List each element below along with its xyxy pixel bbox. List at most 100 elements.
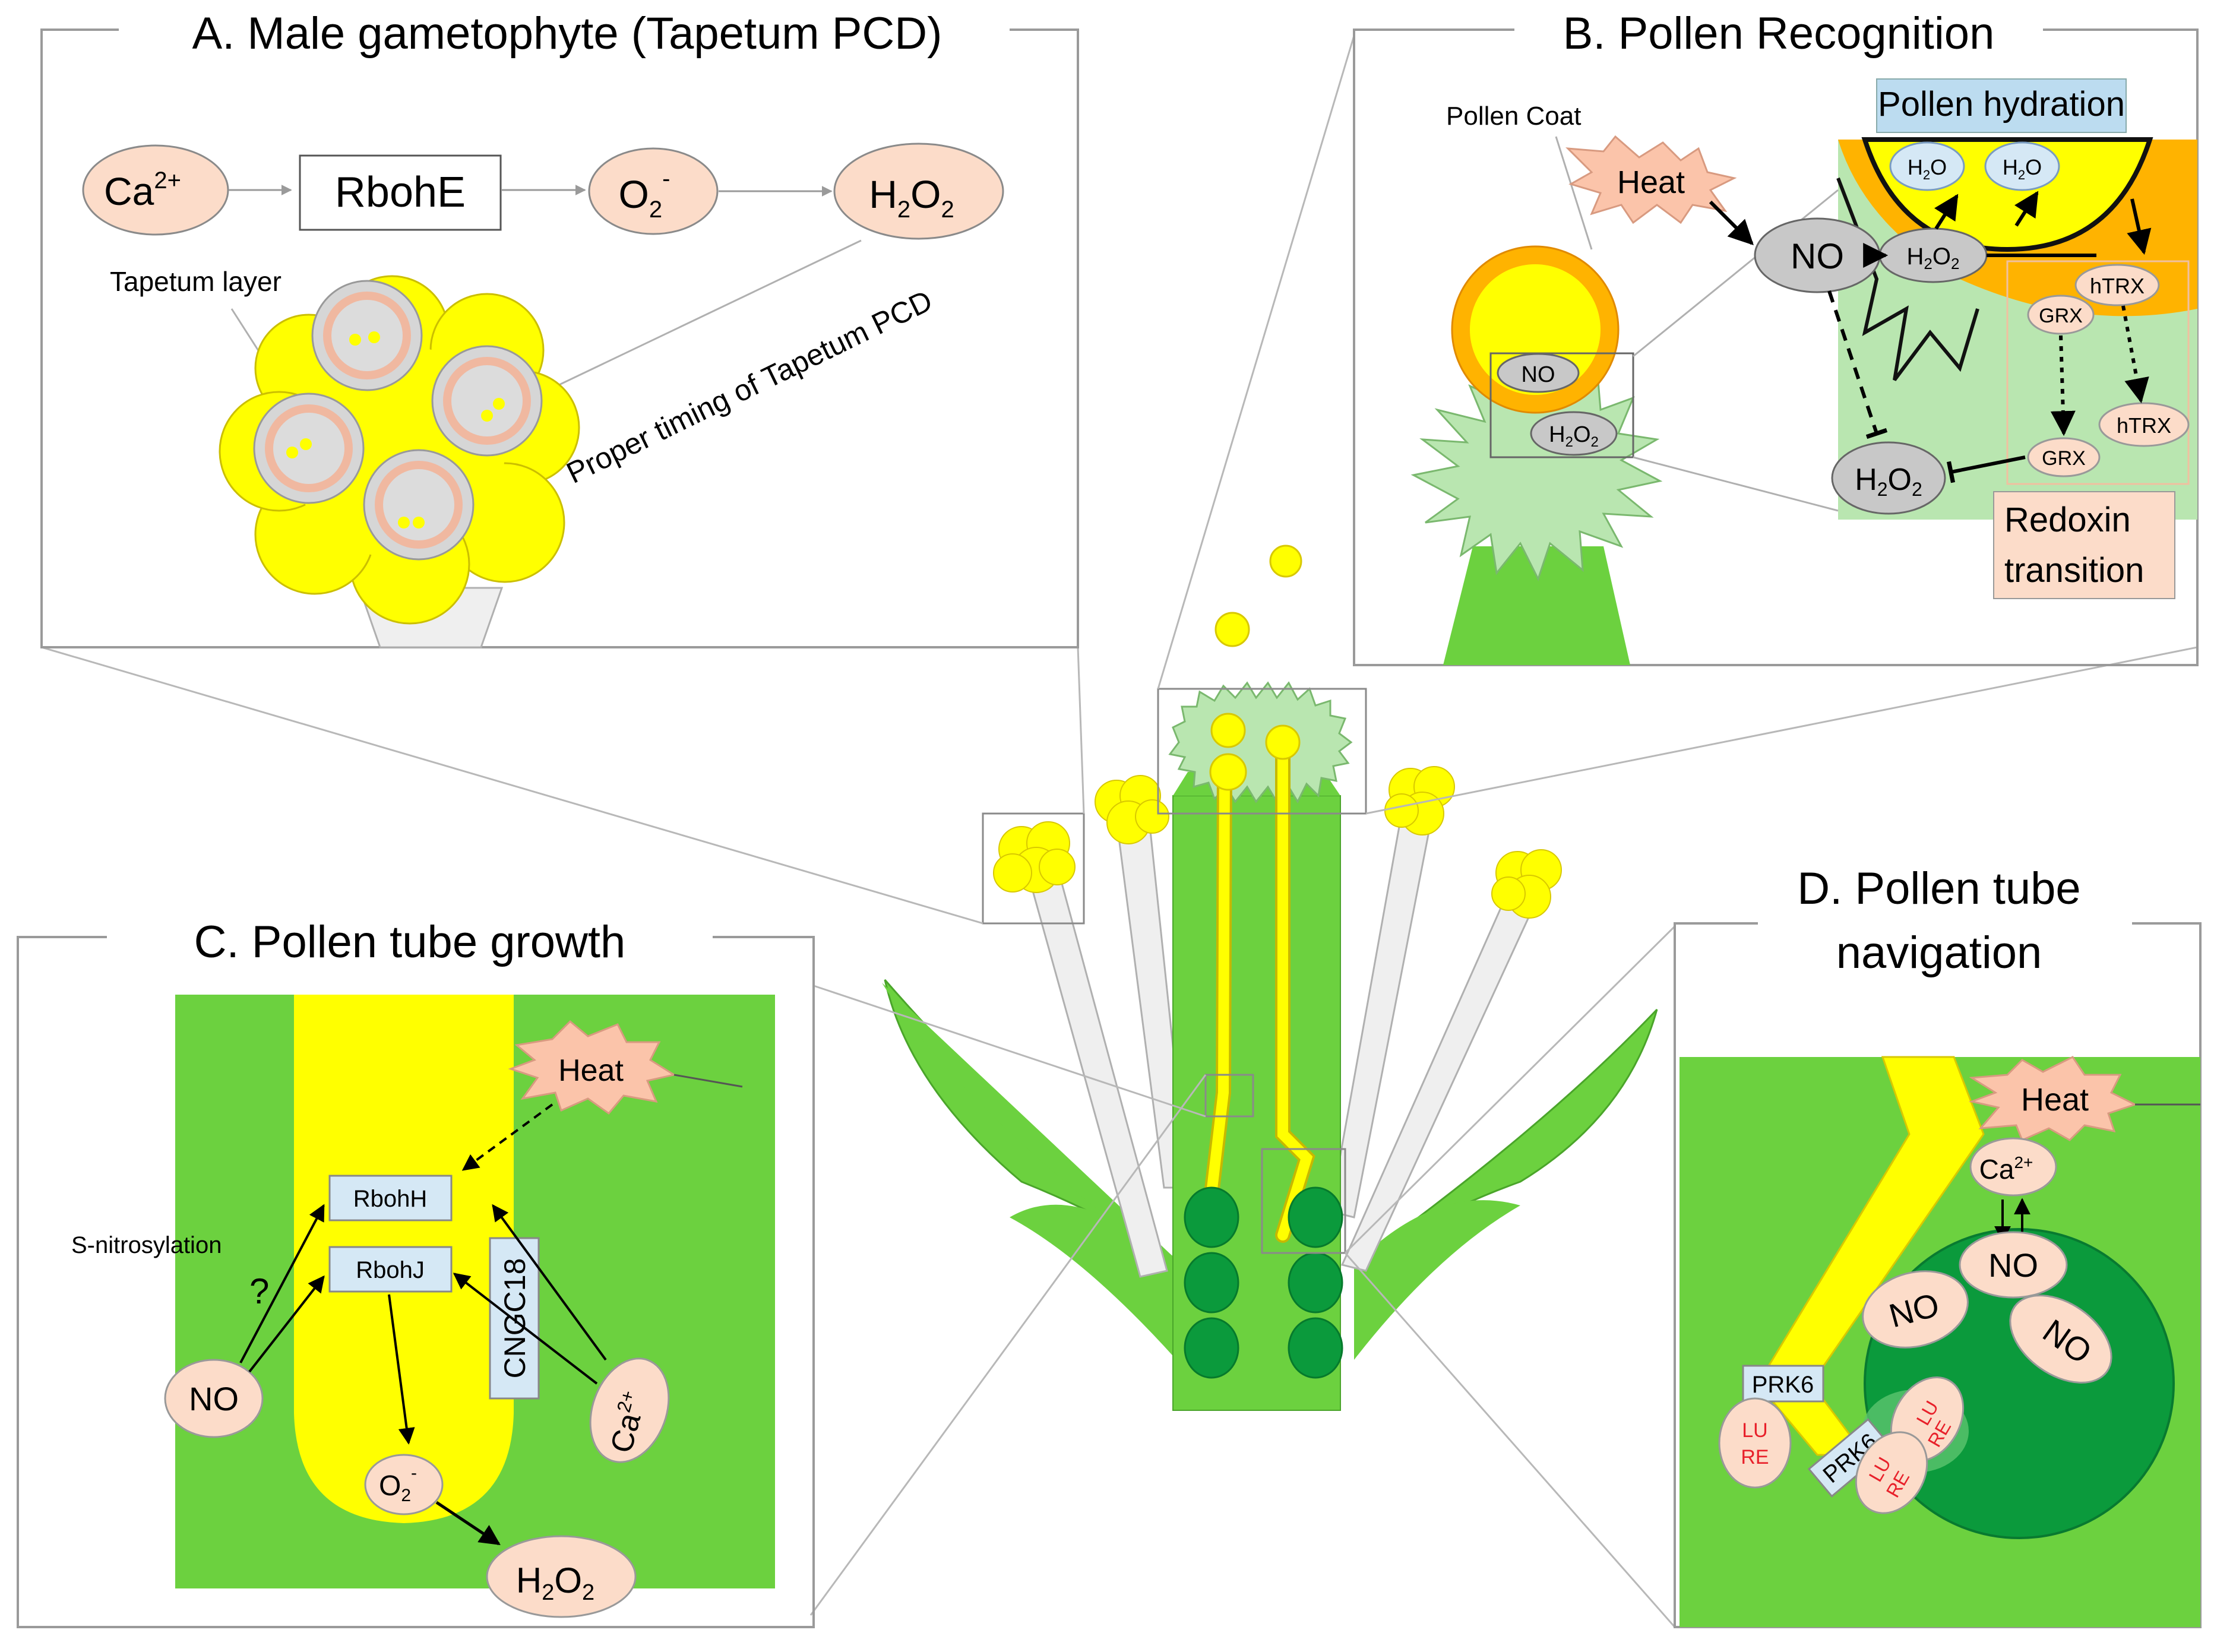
rbohj-box bbox=[328, 1246, 453, 1293]
zoom-box-style bbox=[1204, 1074, 1254, 1118]
htrx-oval-1 bbox=[2074, 264, 2160, 306]
c-o2-label: O2- bbox=[379, 1463, 417, 1505]
no-small-label: NO bbox=[1522, 362, 1555, 387]
htrx-label-1: hTRX bbox=[2090, 274, 2145, 298]
panel-d: D. Pollen tube navigation Heat Ca2+ NO N… bbox=[1674, 855, 2202, 1628]
panel-c: C. Pollen tube growth Heat RbohH RbohJ C… bbox=[17, 914, 815, 1628]
panel-b: B. Pollen Recognition Pollen hydration H… bbox=[1353, 6, 2199, 666]
b-heat-label: Heat bbox=[1617, 164, 1685, 200]
panel-d-title-line2: navigation bbox=[1836, 928, 2042, 978]
c-ca-oval bbox=[589, 1357, 670, 1463]
b-h2o2-bottom-label: H2O2 bbox=[1855, 463, 1922, 500]
no-small-oval bbox=[1497, 353, 1580, 393]
c-h2o2-label: H2O2 bbox=[516, 1561, 594, 1605]
h2o-oval-1 bbox=[1889, 141, 1965, 191]
c-no-oval bbox=[164, 1359, 264, 1438]
cngc18-box bbox=[489, 1237, 540, 1400]
ca-oval bbox=[82, 144, 229, 236]
panel-b-title: B. Pollen Recognition bbox=[1563, 8, 1995, 59]
d-heat-label: Heat bbox=[2021, 1082, 2089, 1118]
zoom-box-ovule bbox=[1261, 1148, 1346, 1254]
h2o-label-2: H2O bbox=[2003, 155, 2042, 182]
o2-oval bbox=[588, 147, 719, 235]
panel-b-frame bbox=[1353, 29, 2199, 666]
cngc18-label: CNGC18 bbox=[498, 1258, 532, 1379]
pcd-label: Proper timing of Tapetum PCD bbox=[561, 284, 937, 490]
tapetum-layer-label: Tapetum layer bbox=[110, 266, 282, 297]
rbohj-label: RbohJ bbox=[356, 1257, 425, 1283]
h2o-oval-2 bbox=[1984, 141, 2060, 191]
pollen-sacs bbox=[253, 280, 543, 561]
redoxin-line2: transition bbox=[2004, 551, 2144, 590]
zoom-box-anther bbox=[982, 812, 1085, 925]
pollen-hydration-box bbox=[1876, 78, 2127, 133]
ovules bbox=[1184, 1186, 1343, 1379]
b-zoom-box bbox=[1489, 352, 1634, 458]
grx-oval-1 bbox=[2027, 295, 2095, 335]
c-h2o2-oval bbox=[486, 1535, 637, 1618]
zoom-connectors bbox=[41, 35, 2198, 1628]
redoxin-box bbox=[1993, 491, 2175, 599]
h2o2-small-label: H2O2 bbox=[1549, 422, 1599, 450]
pollen-grain bbox=[1269, 545, 1302, 578]
rbohe-box bbox=[299, 154, 502, 231]
question-mark: ? bbox=[249, 1271, 269, 1311]
left-petal-inner bbox=[882, 983, 1182, 1271]
htrx-label-2: hTRX bbox=[2117, 413, 2171, 438]
pollen-hydration-label: Pollen hydration bbox=[1878, 85, 2125, 124]
pollen-grain bbox=[1210, 713, 1246, 748]
panel-c-frame bbox=[17, 936, 815, 1628]
d-no-oval-3 bbox=[2009, 1295, 2112, 1384]
central-flower bbox=[882, 545, 1658, 1411]
grx-oval-2 bbox=[2027, 437, 2101, 477]
lure-re-1: RE bbox=[1741, 1446, 1769, 1469]
b-style bbox=[1443, 546, 1630, 665]
b-no-label: NO bbox=[1791, 236, 1844, 276]
d-no-oval-2 bbox=[1862, 1270, 1969, 1349]
b-stigma-spikes bbox=[1836, 177, 1979, 381]
c-heat-burst bbox=[508, 1020, 676, 1115]
lure-oval-1 bbox=[1718, 1397, 1792, 1489]
pollen-grain bbox=[1209, 753, 1247, 791]
o2-label: O2- bbox=[619, 166, 670, 223]
pollen-tube-left-fill bbox=[1206, 761, 1230, 1199]
grx-label-1: GRX bbox=[2039, 305, 2083, 327]
c-no-label: NO bbox=[189, 1380, 239, 1417]
prk6-box-1 bbox=[1742, 1365, 1824, 1403]
pollen-tube-right-fill bbox=[1277, 740, 1313, 1240]
prk6-label-1: PRK6 bbox=[1752, 1372, 1814, 1398]
h2o2-oval bbox=[833, 143, 1004, 240]
h2o-label-1: H2O bbox=[1908, 155, 1947, 182]
panel-d-title-line1: D. Pollen tube bbox=[1797, 863, 2080, 914]
d-ca-label: Ca2+ bbox=[1979, 1153, 2033, 1185]
zoom-box-stigma bbox=[1157, 688, 1367, 815]
grx-label-2: GRX bbox=[2042, 447, 2086, 470]
pollen-grain bbox=[1265, 724, 1301, 760]
ca-label: Ca2+ bbox=[104, 167, 181, 213]
c-heat-label: Heat bbox=[558, 1053, 624, 1088]
b-h2o2-bottom-oval bbox=[1831, 441, 1946, 515]
anther-1 bbox=[993, 821, 1076, 893]
right-sepal bbox=[1354, 1200, 1520, 1360]
h2o2-small-oval bbox=[1530, 411, 1618, 456]
panel-a-frame bbox=[40, 29, 1079, 648]
lure-oval-3 bbox=[1855, 1431, 1928, 1514]
anther-2 bbox=[1095, 775, 1169, 844]
s-nitrosylation-label: S-nitrosylation bbox=[71, 1232, 222, 1258]
lure-lu-1: LU bbox=[1742, 1419, 1767, 1442]
pollen-coat-label: Pollen Coat bbox=[1446, 102, 1581, 131]
d-ca-oval bbox=[1969, 1137, 2057, 1197]
d-no-label-1: NO bbox=[1988, 1246, 2038, 1284]
anther-3 bbox=[1384, 766, 1455, 836]
panel-a: A. Male gametophyte (Tapetum PCD) Ca2+ R… bbox=[40, 8, 1079, 648]
rbohh-box bbox=[328, 1175, 453, 1221]
redoxin-region bbox=[2006, 260, 2190, 485]
panel-a-title: A. Male gametophyte (Tapetum PCD) bbox=[192, 8, 942, 59]
b-heat-burst bbox=[1565, 135, 1737, 224]
rbohe-label: RbohE bbox=[335, 169, 466, 216]
d-no-oval-1 bbox=[1959, 1231, 2068, 1299]
redoxin-line1: Redoxin bbox=[2004, 501, 2131, 539]
h2o2-label: H2O2 bbox=[869, 172, 954, 223]
b-h2o2-top-label: H2O2 bbox=[1907, 243, 1960, 273]
